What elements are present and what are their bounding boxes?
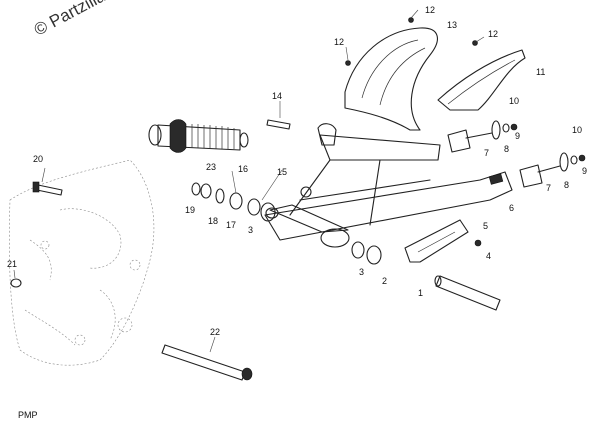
callout-17: 17 xyxy=(226,220,236,230)
callout-18: 18 xyxy=(208,216,218,226)
callout-21: 21 xyxy=(7,259,17,269)
callout-19: 19 xyxy=(185,205,195,215)
footer-mark: PMP xyxy=(18,410,38,420)
chain-slider xyxy=(404,219,469,263)
callout-9-upper: 9 xyxy=(515,131,520,141)
pivot-bolt xyxy=(161,344,253,381)
callout-10-lower: 10 xyxy=(572,125,582,135)
callout-11: 11 xyxy=(536,67,545,77)
callout-12-top: 12 xyxy=(425,5,435,15)
chain-guard xyxy=(437,49,526,111)
callout-20: 20 xyxy=(33,154,43,164)
rear-mudguard xyxy=(344,27,438,131)
swingarm xyxy=(264,123,513,248)
callout-23: 23 xyxy=(206,162,216,172)
callout-8-upper: 8 xyxy=(504,144,509,154)
chain-adjuster-lower xyxy=(519,152,586,188)
callout-14: 14 xyxy=(272,91,282,101)
engine-outline xyxy=(9,159,155,366)
callout-12-left: 12 xyxy=(334,37,344,47)
callout-7-upper: 7 xyxy=(484,148,489,158)
callout-15: 15 xyxy=(277,167,287,177)
callout-12-right: 12 xyxy=(488,29,498,39)
callout-1: 1 xyxy=(418,288,423,298)
right-bushings xyxy=(351,239,482,265)
bolt-20 xyxy=(32,181,63,196)
pivot-bushings xyxy=(191,182,312,222)
callout-22: 22 xyxy=(210,327,220,337)
axle-rod xyxy=(434,275,501,311)
pin xyxy=(266,119,291,130)
callout-3-left: 3 xyxy=(248,225,253,235)
shock-absorber xyxy=(148,119,249,153)
callout-2: 2 xyxy=(382,276,387,286)
callout-9-lower: 9 xyxy=(582,166,587,176)
callout-5: 5 xyxy=(483,221,488,231)
callout-4: 4 xyxy=(486,251,491,261)
callout-10-upper: 10 xyxy=(509,96,519,106)
chain-adjuster-upper xyxy=(447,120,518,153)
callout-13: 13 xyxy=(447,20,457,30)
screws-12 xyxy=(345,17,478,66)
callout-6: 6 xyxy=(509,203,514,213)
leader-lines xyxy=(13,9,485,353)
callout-labels: 12 13 12 12 11 14 10 10 9 9 8 8 7 7 6 5 … xyxy=(7,5,587,337)
nut-21 xyxy=(10,278,22,288)
callout-16: 16 xyxy=(238,164,248,174)
callout-8-lower: 8 xyxy=(564,180,569,190)
watermark-text: © Partzilla xyxy=(31,0,109,40)
callout-7-lower: 7 xyxy=(546,183,551,193)
callout-3-right: 3 xyxy=(359,267,364,277)
